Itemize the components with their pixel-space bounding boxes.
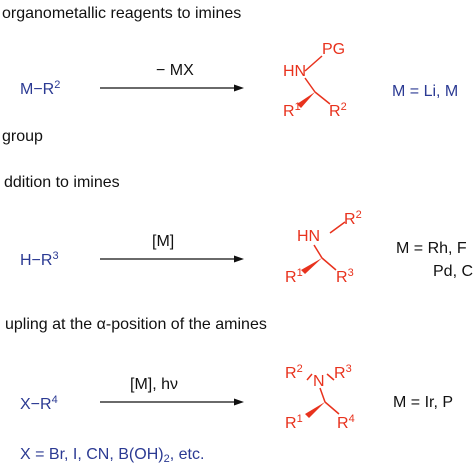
product-2-r1: R1	[285, 267, 303, 286]
product-3-r1-text: R	[285, 415, 297, 432]
x-groups-post: , etc.	[169, 446, 205, 463]
heading-coupling-post: -position of the amines	[105, 316, 267, 333]
reagent-3: X−R4	[20, 394, 58, 413]
product-3-r2-sup: 2	[296, 363, 303, 375]
reagent-2-text: H−R	[20, 252, 53, 269]
reagent-2: H−R3	[20, 250, 59, 269]
arrow-1-label: − MX	[156, 62, 194, 79]
product-3-r3-text: R	[334, 365, 346, 382]
product-1-r1: R1	[283, 101, 301, 120]
product-2-r3: R3	[336, 267, 354, 286]
product-3-r1-sup: 1	[296, 413, 303, 425]
product-1-pg: PG	[322, 41, 346, 58]
heading-organometallic: organometallic reagents to imines	[2, 5, 242, 22]
product-2-r3-text: R	[336, 269, 348, 286]
product-1-hn: HN	[283, 63, 307, 80]
metals-2-line-1: M = Rh, F	[396, 240, 467, 257]
product-3-n: N	[313, 373, 325, 390]
metals-3: M = Ir, P	[393, 394, 454, 411]
product-1-r2: R2	[329, 101, 347, 120]
product-2-r2: R2	[344, 209, 362, 228]
reagent-1-sup: 2	[54, 79, 61, 91]
product-3-r2: R2	[285, 363, 303, 382]
product-1-r2-sup: 2	[340, 101, 347, 113]
heading-coupling-pre: upling at the	[5, 316, 97, 333]
product-2-r1-text: R	[285, 269, 297, 286]
product-1-r1-text: R	[283, 103, 295, 120]
reagent-1-text: M−R	[20, 81, 55, 98]
x-groups-list: X = Br, I, CN, B(OH)2, etc.	[20, 446, 205, 465]
product-3-r2-text: R	[285, 365, 297, 382]
metals-2-line-2: Pd, C	[433, 263, 474, 280]
heading-coupling: upling at the α-position of the amines	[5, 317, 267, 333]
arrow-2-label: [M]	[152, 233, 175, 250]
product-1-r1-sup: 1	[294, 101, 301, 113]
product-1-r2-text: R	[329, 103, 341, 120]
alpha-symbol: α	[96, 316, 106, 333]
product-3-r1: R1	[285, 413, 303, 432]
reagent-3-sup: 4	[51, 394, 58, 406]
reagent-2-sup: 3	[52, 250, 59, 262]
product-3-bonds	[305, 373, 340, 418]
product-3-r3-sup: 3	[345, 363, 352, 375]
product-1-bonds	[297, 55, 331, 108]
arrow-1	[100, 84, 244, 92]
product-3-r4-text: R	[337, 415, 349, 432]
arrow-2	[100, 255, 244, 263]
arrow-3	[100, 398, 244, 406]
arrow-3-label: [M], hν	[130, 376, 179, 393]
metals-1: M = Li, M	[392, 83, 459, 100]
product-2-hn: HN	[297, 228, 321, 245]
product-3-r4: R4	[337, 413, 355, 432]
x-groups-sub: 2	[163, 453, 170, 465]
product-3-r4-sup: 4	[348, 413, 355, 425]
product-2-r2-sup: 2	[355, 209, 362, 221]
heading-group: group	[2, 128, 43, 145]
product-3-r3: R3	[334, 363, 352, 382]
reagent-1: M−R2	[20, 79, 61, 98]
product-2-bonds	[301, 221, 346, 274]
product-2-r1-sup: 1	[296, 267, 303, 279]
heading-addition: ddition to imines	[4, 174, 120, 191]
product-2-r2-text: R	[344, 211, 356, 228]
product-2-r3-sup: 3	[347, 267, 354, 279]
x-groups-pre: X = Br, I, CN, B(OH)	[20, 446, 164, 463]
reagent-3-text: X−R	[20, 396, 52, 413]
